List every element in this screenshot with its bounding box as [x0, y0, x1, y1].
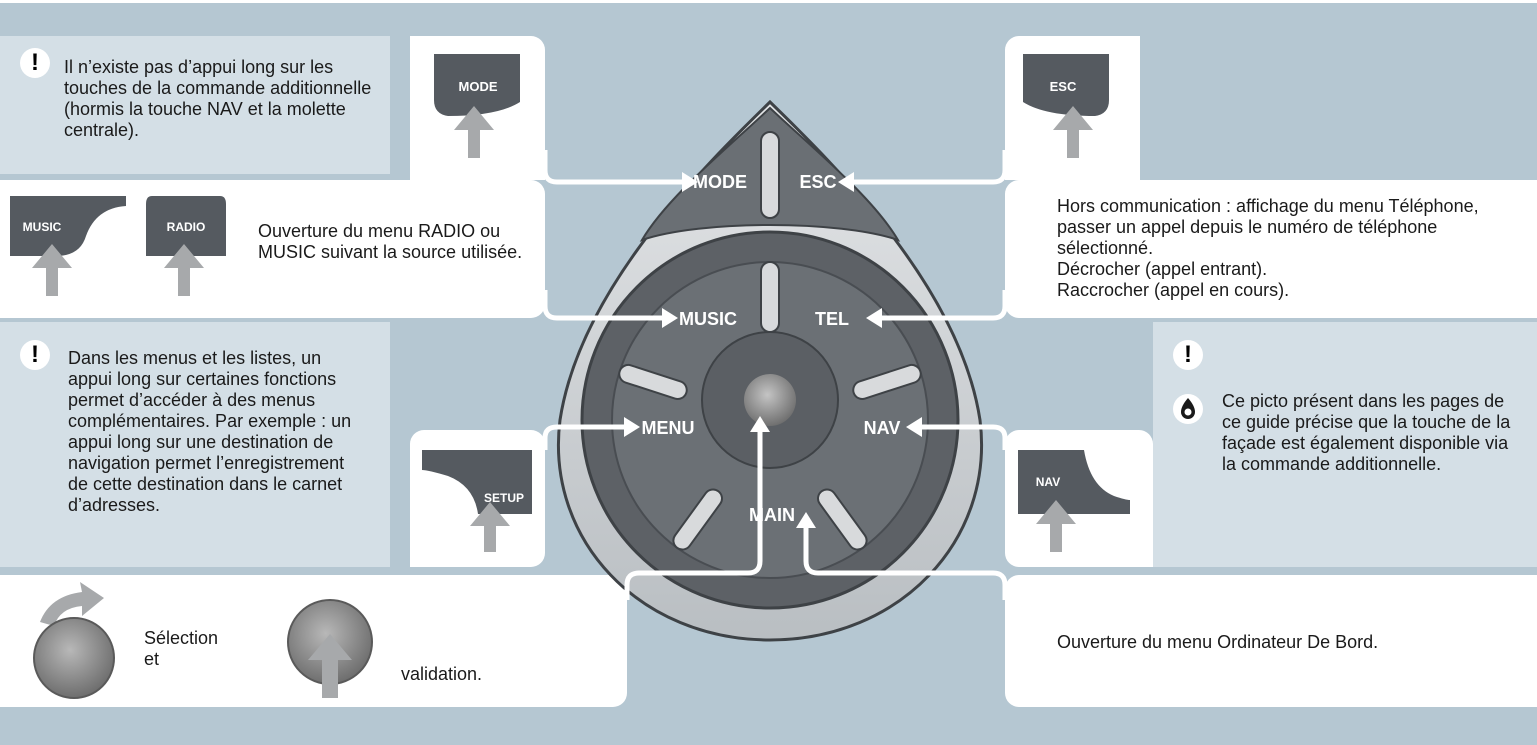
- validation-wheel-picture: [287, 599, 373, 698]
- up-arrow-icon: [1053, 106, 1093, 158]
- rotate-arrow-icon: [40, 582, 104, 626]
- setup-key-label: SETUP: [484, 491, 524, 505]
- callout-menu: [542, 424, 626, 450]
- controller-menu-label: MENU: [642, 418, 695, 438]
- note-panel-long-press: [0, 36, 390, 174]
- callout-music: [542, 290, 664, 321]
- music-key-picture: MUSIC: [10, 196, 126, 296]
- selection-text: Sélection et: [144, 628, 219, 669]
- callout-esc: [852, 150, 1008, 185]
- esc-key-picture: ESC: [1023, 54, 1109, 158]
- note-panel-picto: [1153, 322, 1537, 567]
- mode-key-label: MODE: [459, 79, 498, 94]
- esc-key-label: ESC: [1050, 79, 1077, 94]
- tel-panel: [1005, 180, 1537, 318]
- exclamation-icon: !: [20, 340, 50, 370]
- up-arrow-icon: [164, 244, 204, 296]
- tel-description: Hors communication : affichage du menu T…: [1057, 196, 1479, 300]
- front-panel-button-icon: [1173, 394, 1203, 424]
- up-arrow-icon: [470, 502, 510, 552]
- main-panel: [1005, 575, 1537, 707]
- top-rule: [0, 0, 1537, 3]
- controller-tel-label: TEL: [815, 309, 849, 329]
- mode-key-picture: MODE: [434, 54, 520, 158]
- note-picto-text: Ce picto présent dans les pages de ce gu…: [1222, 391, 1511, 474]
- note-menus-text: Dans les menus et les listes, un appui l…: [68, 348, 352, 515]
- controller-mode-label: MODE: [693, 172, 747, 192]
- controller-esc-label: ESC: [799, 172, 836, 192]
- music-key-label: MUSIC: [23, 220, 62, 234]
- callout-nav: [920, 424, 1008, 450]
- note-panel-menus: [0, 322, 390, 567]
- nav-key-picture: NAV: [1018, 450, 1130, 552]
- note-long-press-text: Il n’existe pas d’appui long sur les tou…: [64, 57, 372, 140]
- exclamation-icon: !: [20, 48, 50, 78]
- up-arrow-icon: [32, 244, 72, 296]
- up-arrow-icon: [308, 634, 352, 698]
- selection-wheel-picture: [33, 582, 115, 699]
- main-description: Ouverture du menu Ordinateur De Bord.: [1057, 632, 1379, 652]
- controller-music-label: MUSIC: [679, 309, 737, 329]
- callout-main: [803, 528, 1008, 600]
- controller-main-label: MAIN: [749, 505, 795, 525]
- exclamation-icon: !: [1173, 340, 1203, 370]
- controller-nav-label: NAV: [864, 418, 901, 438]
- radio-music-description: Ouverture du menu RADIO ou MUSIC suivant…: [258, 221, 523, 262]
- callout-mode: [542, 150, 684, 185]
- radio-key-label: RADIO: [167, 220, 206, 234]
- nav-key-label: NAV: [1036, 475, 1060, 489]
- callout-validation: [624, 430, 763, 600]
- up-arrow-icon: [1036, 500, 1076, 552]
- validation-text: validation.: [401, 664, 483, 684]
- radio-key-picture: RADIO: [146, 196, 226, 296]
- callout-tel: [880, 290, 1008, 321]
- up-arrow-icon: [454, 106, 494, 158]
- setup-key-picture: SETUP: [422, 450, 532, 552]
